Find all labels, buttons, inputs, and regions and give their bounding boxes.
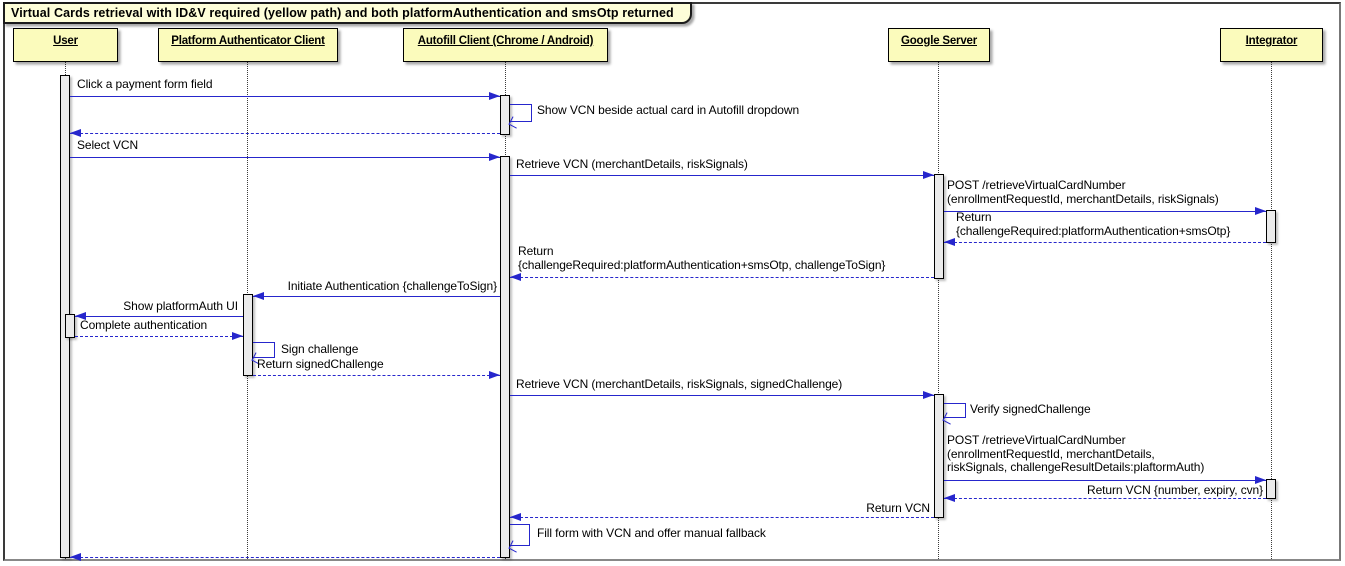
participant-user: User [13, 28, 118, 62]
message-label: Retrieve VCN (merchantDetails, riskSigna… [516, 377, 843, 391]
message-label-line: (enrollmentRequestId, merchantDetails, r… [947, 191, 1219, 206]
arrowhead-icon [944, 494, 955, 502]
arrowhead-icon [70, 129, 81, 137]
message-label: Return VCN {number, expiry, cvn} [1087, 483, 1263, 497]
self-message-loop [942, 403, 966, 425]
message-label: Return {challengeRequired:platformAuthen… [518, 244, 886, 272]
message-line [253, 375, 500, 376]
participant-google-server: Google Server [888, 28, 990, 62]
activation-autofill-2 [500, 156, 510, 558]
message-line [70, 96, 500, 97]
message-label: Return VCN [866, 501, 930, 515]
participant-label: Platform Authenticator Client [171, 35, 325, 47]
activation-user-nested [65, 314, 75, 338]
arrowhead-icon [75, 312, 86, 320]
message-label-line: POST /retrieveVirtualCardNumber [947, 178, 1126, 192]
message-line [944, 211, 1266, 212]
message-line [944, 498, 1266, 499]
message-label: Fill form with VCN and offer manual fall… [537, 526, 766, 540]
message-label: Sign challenge [281, 342, 359, 356]
diagram-title-tab: Virtual Cards retrieval with ID&V requir… [3, 2, 692, 24]
participant-autofill-client: Autofill Client (Chrome / Android) [403, 28, 608, 62]
lifeline-google-server [938, 62, 939, 559]
arrowhead-icon [1255, 207, 1266, 215]
message-line [944, 242, 1266, 243]
message-label: Select VCN [77, 138, 139, 152]
message-label: POST /retrieveVirtualCardNumber (enrollm… [947, 178, 1219, 206]
message-label: Retrieve VCN (merchantDetails, riskSigna… [516, 157, 748, 171]
arrowhead-icon [70, 553, 81, 561]
message-line [510, 277, 934, 278]
message-line [253, 296, 500, 297]
message-line [70, 157, 500, 158]
message-label-line: Return [956, 210, 992, 224]
message-line [75, 316, 243, 317]
arrowhead-icon [489, 153, 500, 161]
activation-platform-authenticator [243, 294, 253, 376]
message-label-line: Return [518, 244, 554, 258]
self-message-loop [508, 524, 530, 553]
message-label: Click a payment form field [77, 77, 213, 91]
diagram-title: Virtual Cards retrieval with ID&V requir… [11, 5, 674, 20]
participant-label: Autofill Client (Chrome / Android) [417, 35, 594, 47]
message-label-line: {challengeRequired:platformAuthenticatio… [956, 223, 1231, 238]
message-label: Complete authentication [80, 318, 208, 332]
message-label: Initiate Authentication {challengeToSign… [287, 279, 498, 293]
lifeline-integrator [1271, 62, 1272, 559]
arrowhead-icon [489, 92, 500, 100]
message-label: Verify signedChallenge [970, 402, 1091, 416]
arrowhead-icon [232, 332, 243, 340]
message-label-line: POST /retrieveVirtualCardNumber [947, 433, 1126, 447]
participant-label: Integrator [1245, 35, 1298, 47]
arrowhead-icon [1255, 476, 1266, 484]
message-line [510, 175, 934, 176]
activation-google-2 [934, 394, 944, 518]
arrowhead-icon [923, 391, 934, 399]
activation-integrator-2 [1266, 479, 1276, 499]
arrowhead-icon [923, 171, 934, 179]
message-label: Return {challengeRequired:platformAuthen… [956, 210, 1231, 238]
message-label: Show VCN beside actual card in Autofill … [537, 103, 800, 117]
message-line [75, 336, 243, 337]
message-label: Return signedChallenge [257, 357, 384, 371]
activation-google-1 [934, 174, 944, 279]
arrowhead-icon [510, 273, 521, 281]
arrowhead-icon [253, 292, 264, 300]
message-line [944, 480, 1266, 481]
message-label: Show platformAuth UI [123, 299, 238, 313]
participant-label: Google Server [900, 35, 977, 47]
self-message-loop [251, 342, 275, 365]
arrowhead-icon [944, 238, 955, 246]
message-label-line: riskSignals, challengeResultDetails:plaf… [947, 460, 1205, 475]
activation-autofill-1 [500, 95, 510, 135]
arrowhead-icon [489, 371, 500, 379]
message-line [70, 557, 500, 558]
activation-integrator-1 [1266, 210, 1276, 243]
message-label-line: (enrollmentRequestId, merchantDetails, [947, 446, 1155, 461]
message-line [510, 395, 934, 396]
arrowhead-icon [510, 513, 521, 521]
message-line [510, 517, 934, 518]
message-label: POST /retrieveVirtualCardNumber (enrollm… [947, 433, 1205, 475]
participant-platform-authenticator: Platform Authenticator Client [158, 28, 338, 62]
participant-integrator: Integrator [1220, 28, 1323, 62]
message-line [70, 133, 500, 134]
self-message-loop [508, 104, 532, 129]
participant-label: User [53, 35, 78, 47]
message-label-line: {challengeRequired:platformAuthenticatio… [518, 257, 886, 272]
